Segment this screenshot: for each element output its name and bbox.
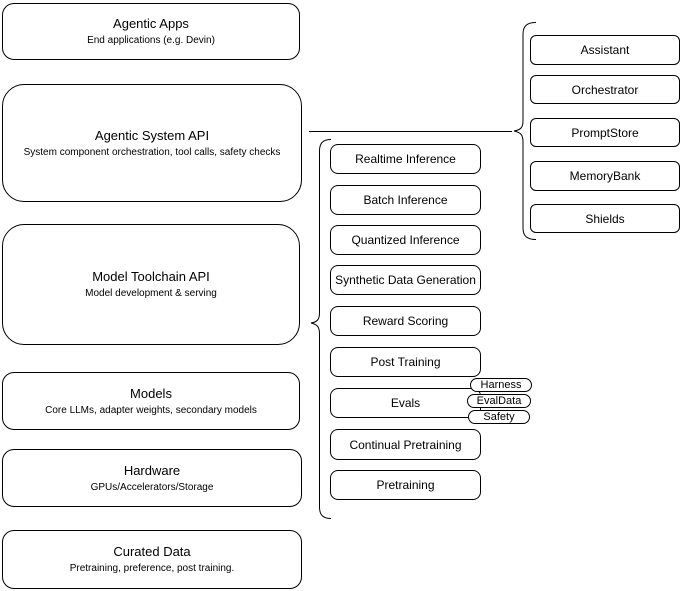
node-label: Shields	[585, 211, 625, 226]
node-title: Model Toolchain API	[92, 269, 210, 284]
tag-label: Harness	[480, 379, 522, 391]
node-batch-inference: Batch Inference	[330, 185, 481, 215]
node-title: Hardware	[123, 462, 181, 478]
node-post-training: Post Training	[330, 347, 481, 377]
node-synthetic-data-generation: Synthetic Data Generation	[330, 265, 481, 295]
node-label: Orchestrator	[571, 82, 639, 97]
node-label: Quantized Inference	[351, 233, 460, 247]
node-subtitle: Core LLMs, adapter weights, secondary mo…	[45, 404, 257, 416]
node-hardware: Hardware GPUs/Accelerators/Storage	[2, 449, 302, 507]
node-model-toolchain-api: Model Toolchain API Model development & …	[2, 224, 300, 345]
node-curated-data: Curated Data Pretraining, preference, po…	[2, 530, 302, 589]
node-models: Models Core LLMs, adapter weights, secon…	[2, 372, 300, 430]
node-label: Evals	[390, 396, 421, 410]
tag-harness: Harness	[470, 378, 532, 392]
node-shields: Shields	[530, 204, 680, 233]
node-label: MemoryBank	[569, 169, 641, 183]
node-subtitle: System component orchestration, tool cal…	[23, 146, 281, 158]
node-subtitle: Pretraining, preference, post training.	[69, 563, 235, 574]
node-label: Synthetic Data Generation	[335, 273, 476, 287]
tag-safety: Safety	[468, 410, 530, 424]
node-label: Batch Inference	[363, 193, 448, 207]
node-label: Realtime Inference	[355, 152, 456, 166]
node-quantized-inference: Quantized Inference	[330, 225, 481, 255]
node-continual-pretraining: Continual Pretraining	[330, 429, 481, 460]
node-memorybank: MemoryBank	[530, 161, 680, 191]
node-promptstore: PromptStore	[530, 118, 680, 147]
node-title: Agentic Apps	[113, 16, 189, 31]
node-label: Continual Pretraining	[349, 437, 462, 452]
node-title: Models	[130, 385, 172, 401]
node-title: Agentic System API	[94, 127, 210, 143]
node-label: Reward Scoring	[362, 314, 449, 328]
node-reward-scoring: Reward Scoring	[330, 306, 481, 336]
node-title: Curated Data	[113, 544, 191, 559]
node-agentic-system-api: Agentic System API System component orch…	[2, 84, 302, 202]
tag-label: Safety	[483, 411, 515, 423]
node-label: Pretraining	[376, 478, 435, 492]
node-orchestrator: Orchestrator	[530, 75, 680, 104]
toolchain-brace	[310, 139, 332, 519]
node-label: PromptStore	[571, 125, 639, 140]
node-evals: Evals	[330, 388, 481, 418]
node-subtitle: End applications (e.g. Devin)	[87, 35, 215, 46]
tag-label: EvalData	[476, 395, 522, 407]
node-subtitle: GPUs/Accelerators/Storage	[90, 481, 214, 493]
node-agentic-apps: Agentic Apps End applications (e.g. Devi…	[2, 3, 300, 60]
node-label: Assistant	[580, 43, 630, 57]
node-pretraining: Pretraining	[330, 470, 481, 500]
node-label: Post Training	[370, 355, 441, 369]
node-subtitle: Model development & serving	[85, 288, 217, 299]
node-assistant: Assistant	[530, 35, 680, 65]
node-realtime-inference: Realtime Inference	[330, 144, 481, 174]
tag-evaldata: EvalData	[467, 394, 531, 408]
